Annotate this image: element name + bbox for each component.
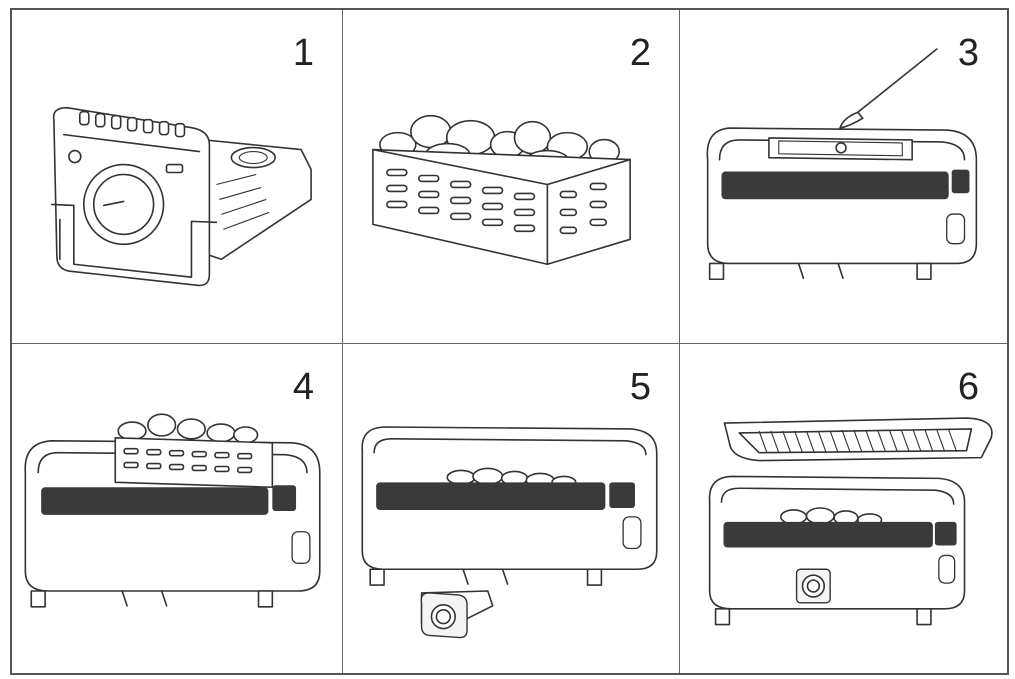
- step-panel-3: 3: [680, 10, 1007, 344]
- step-panel-5: 5: [343, 344, 680, 673]
- control-unit-icon: [12, 10, 342, 343]
- control-attach-icon: [343, 344, 679, 673]
- step-number-5: 5: [629, 366, 651, 408]
- step-number-2: 2: [629, 32, 651, 74]
- grill-lid-icon: [680, 344, 1007, 673]
- basket-insert-icon: [12, 344, 342, 673]
- heater-housing-icon: [680, 10, 1007, 343]
- step-panel-1: 1: [12, 10, 343, 344]
- step-number-4: 4: [292, 366, 314, 408]
- assembly-steps-grid: 1: [10, 8, 1009, 675]
- step-panel-4: 4: [12, 344, 343, 673]
- step-panel-6: 6: [680, 344, 1007, 673]
- stone-basket-icon: [343, 10, 679, 343]
- step-number-1: 1: [292, 32, 314, 74]
- step-number-6: 6: [957, 366, 979, 408]
- step-panel-2: 2: [343, 10, 680, 344]
- step-number-3: 3: [957, 32, 979, 74]
